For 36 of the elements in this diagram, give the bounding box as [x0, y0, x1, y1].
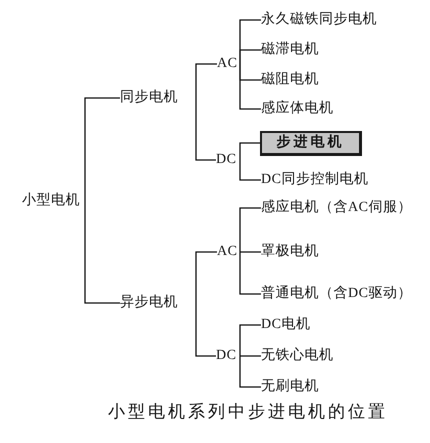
- category-label: 磁阻电机: [261, 71, 319, 89]
- category-label: 感应体电机: [261, 100, 334, 118]
- category-label: AC: [217, 243, 238, 261]
- highlighted-box: 步进电机: [260, 130, 362, 156]
- bracket-line: [195, 251, 217, 303]
- bracket-line: [239, 142, 260, 160]
- category-label: 永久磁铁同步电机: [261, 11, 377, 29]
- category-label: 罩极电机: [261, 243, 319, 261]
- bracket-line: [239, 160, 261, 181]
- bracket-line: [84, 201, 120, 304]
- bracket-line: [195, 98, 216, 161]
- category-label: 磁滞电机: [261, 41, 319, 59]
- category-label: 感应电机（含AC伺服）: [261, 199, 412, 217]
- bracket-line: [239, 207, 261, 252]
- bracket-line: [239, 252, 261, 295]
- bracket-line: [239, 355, 261, 357]
- category-label: 普通电机（含DC驱动）: [261, 285, 412, 303]
- category-label: 无刷电机: [261, 378, 319, 396]
- category-label: 异步电机: [120, 294, 178, 312]
- bracket-line: [84, 97, 120, 201]
- bracket-line: [239, 324, 261, 356]
- category-label: 同步电机: [120, 89, 178, 107]
- bracket-line: [239, 49, 261, 64]
- bracket-line: [239, 251, 261, 253]
- caption: 小型电机系列中步进电机的位置: [108, 401, 388, 423]
- bracket-line: [195, 63, 217, 98]
- category-label: DC电机: [261, 316, 310, 334]
- bracket-line: [239, 64, 261, 110]
- category-label: 小型电机: [22, 192, 80, 210]
- bracket-line: [195, 303, 216, 357]
- category-label: DC同步控制电机: [261, 171, 368, 189]
- category-label: AC: [217, 55, 238, 73]
- bracket-line: [239, 356, 261, 388]
- category-label: 无铁心电机: [261, 347, 334, 365]
- category-label: DC: [216, 347, 236, 365]
- category-label: DC: [216, 151, 236, 169]
